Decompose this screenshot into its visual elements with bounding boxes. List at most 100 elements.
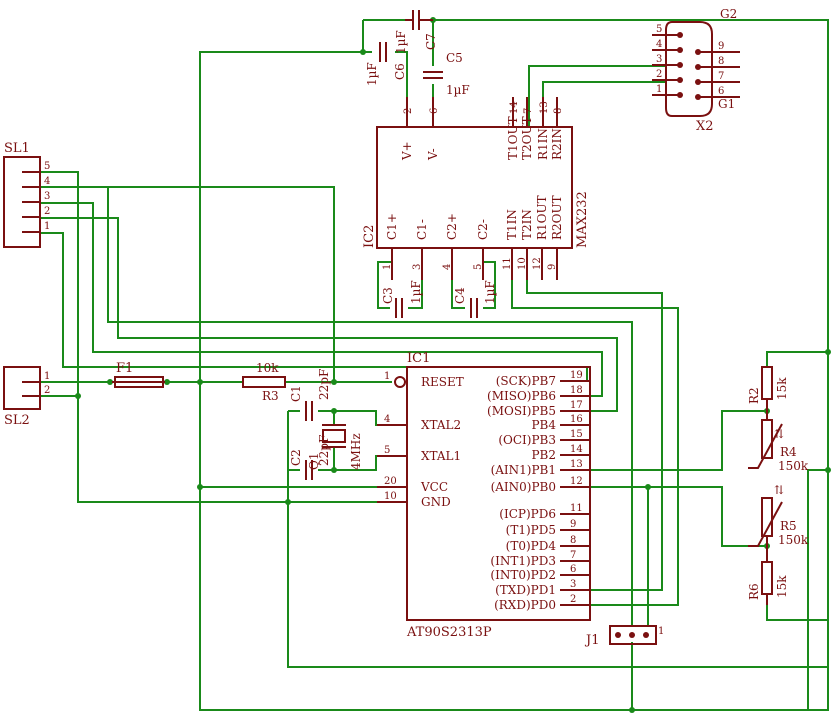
svg-text:C6: C6: [393, 63, 407, 80]
svg-text:1µF: 1µF: [365, 62, 379, 86]
resistor-r6: R6 15k: [747, 546, 789, 605]
svg-text:C3: C3: [381, 287, 395, 304]
x2-pin-dot: [677, 32, 683, 38]
x2-pin-dot: [677, 62, 683, 68]
sl2-pin-number: 2: [44, 385, 50, 396]
fuse-f1: F1: [112, 361, 165, 388]
svg-text:150k: 150k: [778, 459, 809, 473]
capacitor-c4: C4 1µF: [453, 280, 497, 318]
svg-text:1: 1: [658, 626, 664, 637]
svg-text:1µF: 1µF: [483, 280, 497, 304]
junctions: [75, 17, 831, 713]
ic2-pin-name: R1IN: [536, 128, 550, 160]
x2-pin-number: 6: [718, 86, 724, 97]
ic2-pin-number: 3: [412, 264, 423, 270]
ic2-pin-number: 7: [523, 108, 534, 114]
x2-pin-number: 4: [656, 39, 662, 50]
x2-pin-dot: [677, 92, 683, 98]
ic1-pin-number: 1: [384, 371, 390, 382]
ic2-pin-name: T1IN: [505, 209, 519, 240]
x2-pin-dot: [695, 94, 701, 100]
ic1-pin-number: 7: [570, 550, 576, 561]
ic1-pin-number: 18: [570, 385, 583, 396]
sl1-pin-number: 5: [44, 161, 50, 172]
photoresistor-r5: R5 150k ⇅: [748, 483, 809, 547]
ic1-pin-name: (INT1)PD3: [490, 554, 556, 568]
sl2-pin-number: 1: [44, 371, 50, 382]
j1-label: J1: [584, 633, 599, 648]
x2-pin-dot: [695, 79, 701, 85]
svg-text:R5: R5: [780, 519, 797, 533]
svg-text:R4: R4: [780, 445, 797, 459]
svg-text:22pF: 22pF: [317, 369, 331, 400]
sl1-pin-number: 1: [44, 221, 50, 232]
ic1-pin-number: 3: [570, 579, 576, 590]
svg-text:1µF: 1µF: [409, 280, 423, 304]
ic2-pin-name: V-: [426, 148, 440, 161]
ic1-pin-number: 17: [570, 400, 583, 411]
svg-text:C5: C5: [446, 51, 463, 65]
ic1-pin-name: XTAL1: [421, 449, 461, 463]
r3-value: 10k: [256, 361, 279, 375]
ic2-pin-number: 6: [429, 108, 440, 114]
ic1-pin-name: (SCK)PB7: [496, 374, 556, 388]
ic2-pin-number: 8: [553, 108, 564, 114]
svg-text:1µF: 1µF: [394, 30, 408, 54]
ic2-pin-name: R2IN: [550, 128, 564, 160]
ic2-pin-name: C1-: [415, 219, 429, 240]
svg-text:G2: G2: [720, 7, 737, 21]
ic2-pin-number: 2: [403, 108, 414, 114]
ic2-pin-name: C2+: [445, 213, 459, 240]
ic1-pin-number: 10: [384, 491, 397, 502]
ic1-label: IC1: [407, 351, 430, 366]
svg-text:R6: R6: [747, 583, 761, 600]
ic1-pin-number: 15: [570, 429, 583, 440]
ic1-pin-number: 11: [570, 503, 583, 514]
ic1-pin-name: (T0)PD4: [506, 539, 557, 553]
ic1-pin-number: 14: [570, 444, 583, 455]
sl1-label: SL1: [4, 141, 30, 156]
sl1-pin-number: 2: [44, 206, 50, 217]
svg-text:C4: C4: [453, 287, 467, 304]
sl2-connector: 12 SL2: [3, 366, 50, 428]
ic1-pin-name: (RXD)PD0: [494, 598, 556, 612]
ic2-label: IC2: [362, 225, 377, 248]
crystal-q1: Q1 4MHz: [307, 424, 363, 470]
resistor-r2: R2 15k: [747, 366, 789, 411]
ic2-pin-name: R1OUT: [535, 195, 549, 240]
ic2-pin-number: 11: [502, 257, 513, 270]
ic1-pin-number: 4: [384, 414, 390, 425]
x2-pin-dot: [677, 47, 683, 53]
ic1-pin-name: (T1)PD5: [506, 523, 556, 537]
ic1-pin-name: (OCI)PB3: [498, 433, 556, 447]
ic1-pin-name: GND: [421, 495, 451, 509]
capacitor-c3: C3 1µF: [381, 280, 423, 318]
ic2-pin-number: 9: [547, 264, 558, 270]
x2-pin-dot: [677, 77, 683, 83]
x2-pin-number: 5: [656, 24, 662, 35]
svg-text:4MHz: 4MHz: [349, 433, 363, 470]
jumper-j1: J1 1: [584, 625, 664, 648]
resistor-r3: 10k R3: [242, 361, 286, 403]
ic1-pin-number: 20: [384, 476, 397, 487]
r3-label: R3: [262, 389, 279, 403]
ic1-pin-name: (AIN0)PB0: [491, 480, 556, 494]
ic1-pin-number: 12: [570, 476, 583, 487]
ic1-pin-number: 8: [570, 535, 576, 546]
ic1-pin-number: 16: [570, 414, 583, 425]
ic2-pin-name: V+: [400, 141, 414, 161]
ic2-pin-number: 13: [539, 101, 550, 114]
light-icon: ⇅: [774, 483, 784, 497]
x2-pin-number: 1: [656, 84, 662, 95]
svg-text:C2: C2: [289, 449, 303, 466]
capacitor-c5: C5 1µF: [423, 51, 470, 97]
svg-text:15k: 15k: [775, 575, 789, 598]
light-icon: ⇅: [774, 427, 784, 441]
svg-text:1µF: 1µF: [446, 83, 470, 97]
ic2-pin-number: 12: [532, 257, 543, 270]
capacitor-c6: C6 1µF: [365, 42, 407, 86]
x2-pin-number: 8: [718, 56, 724, 67]
ic1-pin-number: 5: [384, 445, 390, 456]
